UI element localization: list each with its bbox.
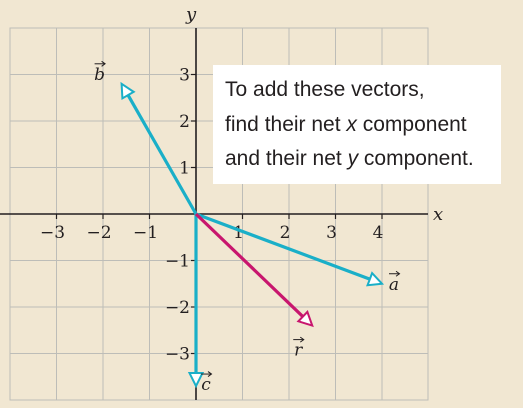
vector-b: b — [94, 60, 198, 215]
vector-a-arrowhead — [366, 271, 385, 287]
callout-text-part: component. — [358, 147, 474, 170]
vector-r-arrowhead — [296, 310, 314, 328]
x-tick-label: −3 — [40, 223, 65, 243]
vector-a-shaft — [195, 212, 372, 282]
vector-a: a — [195, 212, 401, 295]
vector-b-arrowhead — [120, 81, 136, 100]
vector-r-label-arrowhead — [299, 336, 305, 343]
y-tick-label: 2 — [179, 112, 190, 132]
axes: xy — [0, 4, 443, 400]
vector-c-arrowhead — [187, 372, 205, 389]
y-tick-label: −3 — [165, 345, 190, 365]
callout-box — [213, 65, 501, 184]
x-tick-label: −1 — [133, 223, 158, 243]
vector-c: c — [187, 214, 213, 395]
vector-r: r — [194, 212, 314, 361]
callout-line-3: and their net y component. — [225, 147, 474, 170]
x-tick-label: 1 — [233, 223, 244, 243]
vector-b-label-arrowhead — [101, 60, 106, 67]
callout-text-part: To add these vectors, — [225, 78, 425, 101]
x-axis-label: x — [433, 204, 443, 225]
callout-text-part: y — [346, 147, 360, 170]
x-tick-label: 3 — [326, 223, 337, 243]
y-tick-label: −1 — [165, 252, 190, 272]
y-tick-label: −2 — [165, 298, 190, 318]
vector-c-label-arrowhead — [207, 371, 213, 377]
vector-r-label: r — [294, 341, 303, 361]
vector-r-shaft — [194, 212, 305, 319]
y-axis-label: y — [185, 4, 197, 25]
callout-text-part: x — [345, 113, 358, 136]
y-tick-label: 3 — [179, 66, 190, 86]
callout-text-part: component — [357, 113, 467, 136]
callout-line-1: To add these vectors, — [225, 78, 425, 101]
vector-b-label: b — [94, 65, 105, 85]
tick-labels: −3 −2 −1 1 2 3 4 3 2 1 −1 −2 −3 — [40, 66, 383, 365]
x-tick-label: 2 — [280, 223, 291, 243]
x-tick-label: −2 — [86, 223, 111, 243]
y-tick-label: 1 — [179, 159, 190, 179]
vectors: a b c r — [94, 60, 401, 395]
callout: To add these vectors, find their net x c… — [213, 65, 501, 184]
callout-text-part: and their net — [225, 147, 348, 170]
vector-a-label-arrowhead — [395, 270, 401, 277]
vector-c-label: c — [201, 375, 211, 395]
vector-a-label: a — [389, 275, 399, 295]
vector-b-shaft — [126, 93, 198, 215]
callout-line-2: find their net x component — [225, 113, 467, 136]
x-tick-label: 4 — [373, 223, 384, 243]
callout-text-part: find their net — [225, 113, 346, 136]
